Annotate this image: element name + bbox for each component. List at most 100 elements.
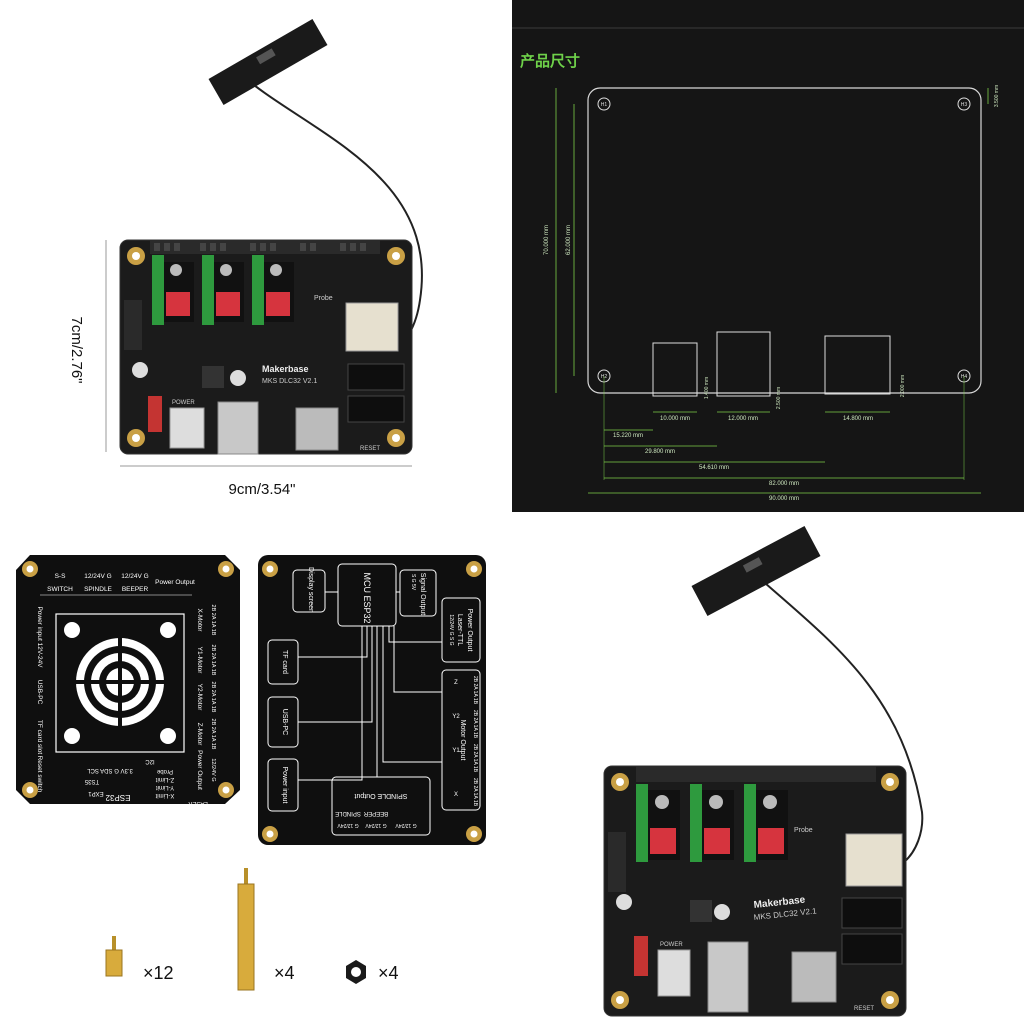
svg-text:G 12/24V: G 12/24V [337, 822, 359, 828]
hole-h3: H3 [957, 97, 971, 111]
power-output-right: Power Output [196, 750, 203, 790]
height-label: 7cm/2.76" [68, 316, 85, 383]
laser-label: LASER [188, 800, 208, 806]
pinout-panel-front: S-S 12/24V G 12/24V G SWITCH SPINDLE BEE… [16, 555, 240, 819]
reset-label: RESET [360, 446, 380, 452]
stepper-driver [636, 784, 680, 862]
switch-label: SWITCH [47, 586, 73, 593]
power-output-top: Power Output [155, 579, 195, 586]
hole-h1: H1 [597, 97, 611, 111]
pcb-board: Probe Makerbase MKS DLC32 V2.1 POWER RES… [119, 239, 413, 455]
drawing-title: 产品尺寸 [520, 52, 580, 70]
exp1-label: EXP1 [88, 790, 104, 796]
probe-label: Probe [314, 295, 333, 302]
exp2-label: EXP2 [74, 802, 90, 808]
board-brand-photo: Makerbase [753, 895, 806, 911]
usb-pc-box: USB-PC [281, 709, 288, 735]
esp32-module [845, 833, 903, 887]
connector-outline [652, 342, 698, 397]
fan-area [55, 613, 185, 753]
spindle-output-box: SPINDLE Output [354, 792, 407, 799]
board-dimension-svg: 7cm/2.76" 9cm/3.54" [68, 19, 423, 498]
spindle-pins: 12/24V G [84, 573, 111, 580]
hex-nut-qty: ×4 [378, 963, 399, 983]
spindle-label: SPINDLE [84, 586, 112, 593]
motor-y1: Y1 [452, 748, 460, 754]
display-screen-box: Display screen [307, 567, 314, 613]
beeper-pins: 12/24V G [121, 573, 148, 580]
x-limit-label: X-Limit [155, 792, 174, 798]
power-output-box: Power Output [466, 609, 473, 652]
stepper-driver [252, 255, 294, 325]
signal-pins: S G 5V [410, 574, 416, 591]
antenna-cable [749, 569, 924, 863]
long-standoff-icon [237, 868, 255, 991]
cad-dimension-drawing: 产品尺寸 H1 H3 H2 H4 70.000 mm 62.000 mm 3.5… [512, 0, 1024, 512]
dim-70mm: 70.000 mm [544, 225, 550, 255]
hex-nut-icon [346, 960, 366, 984]
dim-2-5mm: 2.500 mm [776, 387, 782, 409]
usb-port [707, 941, 749, 1013]
motor-z: Z [454, 680, 458, 686]
pinout-panel-back: Display screen MCU ESP32 Signal Output S… [258, 555, 486, 845]
stepper-driver [152, 255, 194, 325]
probe-label-photo: Probe [794, 827, 813, 834]
stepper-driver [202, 255, 244, 325]
power-input-label: Power input 12V-24V [36, 606, 43, 668]
svg-text:2B 2A 1A 1B: 2B 2A 1A 1B [472, 676, 478, 705]
long-standoff-qty: ×4 [274, 963, 295, 983]
reset-label-photo: RESET [854, 1006, 874, 1012]
board-photo-svg: Probe Makerbase MKS DLC32 V2.1 POWER RES… [603, 525, 924, 1017]
motor-x: X [454, 792, 458, 798]
short-standoff-icon [105, 936, 123, 977]
width-label: 9cm/3.54" [228, 481, 295, 498]
y1-motor-label: Y1-Motor [196, 647, 203, 675]
pinout-svg: S-S 12/24V G 12/24V G SWITCH SPINDLE BEE… [16, 555, 486, 991]
dim-15-22mm: 15.220 mm [613, 433, 643, 439]
cad-svg: 产品尺寸 H1 H3 H2 H4 70.000 mm 62.000 mm 3.5… [512, 0, 1024, 512]
power-input-box: Power input [281, 767, 288, 804]
esp32-label: ESP32 [105, 793, 130, 802]
svg-text:G 12/24V: G 12/24V [395, 822, 417, 828]
antenna-patch [208, 19, 328, 105]
dim-14-8mm: 14.800 mm [843, 416, 873, 422]
dc-jack [169, 407, 205, 449]
dim-62mm: 62.000 mm [566, 225, 572, 255]
connector-outline [824, 335, 891, 395]
beeper-label: BEEPER [122, 586, 149, 593]
pinout-and-accessories: S-S 12/24V G 12/24V G SWITCH SPINDLE BEE… [0, 512, 512, 1024]
dim-3-5mm: 3.500 mm [994, 85, 1000, 107]
svg-text:2B 2A 1A 1B: 2B 2A 1A 1B [210, 645, 216, 676]
switch-pins: S-S [55, 573, 67, 580]
motor-y2: Y2 [452, 714, 460, 720]
tf-card-box: TF card [281, 650, 288, 674]
z-limit-label: Z-Limit [156, 776, 175, 782]
svg-text:H3: H3 [961, 102, 968, 108]
board-product-photo: Probe Makerbase MKS DLC32 V2.1 POWER RES… [512, 512, 1024, 1024]
short-standoff-qty: ×12 [143, 963, 174, 983]
z-motor-label: Z-Motor [196, 723, 203, 747]
svg-text:2B 2A 1A 1B: 2B 2A 1A 1B [210, 719, 216, 750]
usb-port [217, 401, 259, 455]
esp32-module [345, 302, 399, 352]
svg-text:2B 2A 1A 1B: 2B 2A 1A 1B [210, 682, 216, 713]
dim-12mm: 12.000 mm [728, 416, 758, 422]
x-motor-label: X-Motor [196, 608, 203, 632]
tf-card-label: TF card slot [36, 720, 43, 755]
probe-label-panel: Probe [156, 768, 173, 774]
reset-switch-label: Reset switch [36, 756, 43, 793]
usb-pc-label: USB-PC [36, 680, 43, 705]
beeper-bottom: BEEPER [363, 810, 388, 816]
dim-90mm: 90.000 mm [769, 496, 799, 502]
dim-29-8mm: 29.800 mm [645, 449, 675, 455]
dim-54-61mm: 54.610 mm [699, 465, 729, 471]
i2c-label: I2C [145, 758, 155, 764]
spindle-bottom: SPINDLE [335, 810, 361, 816]
i2c-pins: 3.3V G SDA SCL [87, 767, 133, 773]
svg-text:H1: H1 [601, 102, 608, 108]
dim-82mm: 82.000 mm [769, 481, 799, 487]
board-outline [587, 87, 982, 394]
connector-outline [716, 331, 771, 397]
signal-output-box: Signal Output [419, 573, 426, 615]
fan-icon [74, 636, 166, 728]
